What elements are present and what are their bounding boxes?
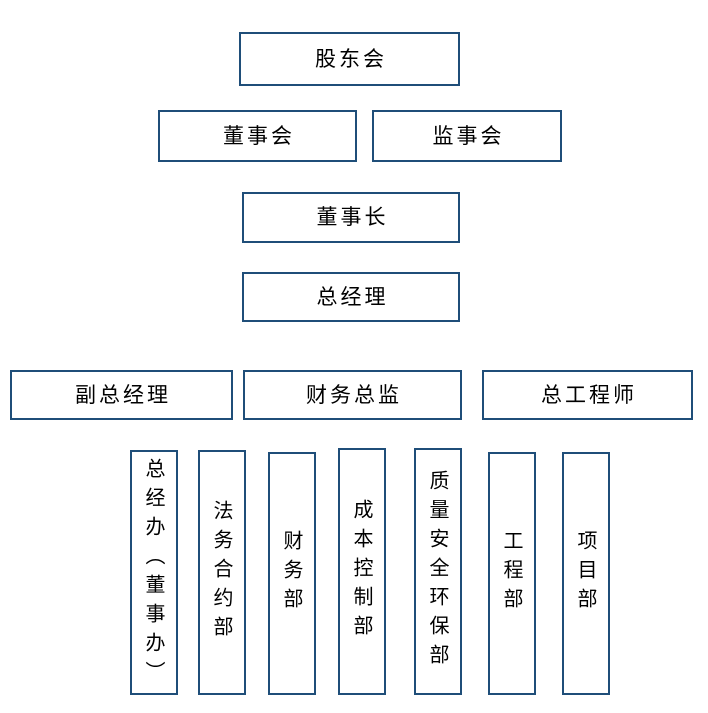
org-node-label-board-of-directors: 董事会 xyxy=(223,123,295,148)
org-node-gm-office[interactable]: 总经办（董事办） xyxy=(130,450,178,695)
org-node-chief-engineer[interactable]: 总工程师 xyxy=(482,370,693,420)
org-node-label-chairman: 董事长 xyxy=(316,205,389,229)
org-node-label-project-dept: 项目部 xyxy=(574,530,598,617)
org-node-project-dept[interactable]: 项目部 xyxy=(562,452,610,695)
org-node-cost-control-dept[interactable]: 成本控制部 xyxy=(338,448,386,695)
org-node-financial-director[interactable]: 财务总监 xyxy=(243,370,462,420)
org-node-general-manager[interactable]: 总经理 xyxy=(242,272,460,322)
org-node-chairman[interactable]: 董事长 xyxy=(242,192,460,243)
org-node-engineering-dept[interactable]: 工程部 xyxy=(488,452,536,695)
org-node-label-general-manager: 总经理 xyxy=(316,284,389,309)
org-node-label-engineering-dept: 工程部 xyxy=(500,530,524,617)
org-node-label-legal-contract-dept: 法务合约部 xyxy=(210,500,234,645)
org-node-finance-dept[interactable]: 财务部 xyxy=(268,452,316,695)
org-node-legal-contract-dept[interactable]: 法务合约部 xyxy=(198,450,246,695)
org-node-label-quality-safety-environment-dept: 质量安全环保部 xyxy=(426,470,450,673)
org-node-deputy-general-manager[interactable]: 副总经理 xyxy=(10,370,233,420)
org-node-label-board-of-supervisors: 监事会 xyxy=(432,123,505,148)
org-node-quality-safety-environment-dept[interactable]: 质量安全环保部 xyxy=(414,448,462,695)
org-node-label-chief-engineer: 总工程师 xyxy=(541,382,637,407)
org-node-shareholders-meeting[interactable]: 股东会 xyxy=(239,32,460,86)
org-node-board-of-supervisors[interactable]: 监事会 xyxy=(372,110,562,162)
org-node-board-of-directors[interactable]: 董事会 xyxy=(158,110,357,162)
org-node-label-cost-control-dept: 成本控制部 xyxy=(350,499,374,644)
org-node-label-financial-director: 财务总监 xyxy=(306,382,402,407)
org-node-label-gm-office: 总经办（董事办） xyxy=(142,458,166,690)
org-node-label-shareholders-meeting: 股东会 xyxy=(315,46,387,71)
org-node-label-finance-dept: 财务部 xyxy=(280,530,304,617)
org-node-label-deputy-general-manager: 副总经理 xyxy=(75,382,171,407)
